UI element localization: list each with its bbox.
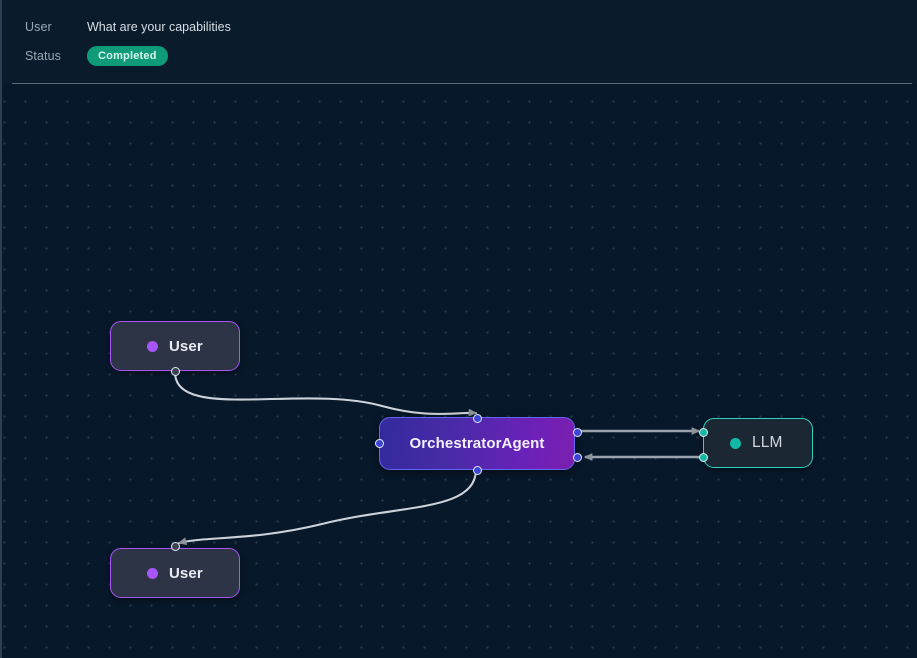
handle-llm-source-left-lower[interactable]: [698, 452, 708, 462]
user-status-dot-icon: [147, 340, 158, 352]
node-llm[interactable]: LLM: [703, 418, 813, 468]
header-value-user-query: What are your capabilities: [87, 20, 231, 34]
node-user-top[interactable]: User: [110, 321, 240, 371]
node-label-orchestrator-agent: OrchestratorAgent: [409, 435, 545, 452]
header-label-status: Status: [25, 49, 62, 63]
edge-agent-to-user-bottom: [177, 467, 478, 545]
handle-agent-source-bottom[interactable]: [472, 465, 482, 475]
handle-user-top-source[interactable]: [170, 366, 180, 376]
header-row-status: Status Completed: [25, 46, 168, 66]
graph-canvas[interactable]: User OrchestratorAgent LLM User: [0, 84, 917, 658]
node-label-user-top: User: [169, 337, 203, 355]
handle-user-bottom-target[interactable]: [170, 541, 180, 551]
handle-agent-target-left[interactable]: [374, 438, 384, 448]
edge-user-top-to-agent: [173, 370, 478, 417]
run-header-panel: User What are your capabilities Status C…: [0, 0, 917, 84]
header-row-user: User What are your capabilities: [25, 18, 231, 36]
status-badge: Completed: [87, 46, 168, 66]
handle-agent-target-right-lower[interactable]: [572, 452, 582, 462]
header-label-user: User: [25, 20, 52, 34]
node-label-llm: LLM: [752, 434, 783, 451]
node-orchestrator-agent[interactable]: OrchestratorAgent: [379, 417, 575, 470]
llm-status-dot-icon: [730, 437, 741, 449]
handle-agent-source-right-upper[interactable]: [572, 427, 582, 437]
header-divider: [12, 83, 912, 84]
user-status-dot-icon: [147, 567, 158, 579]
handle-llm-target-left-upper[interactable]: [698, 427, 708, 437]
handle-agent-target-top[interactable]: [472, 413, 482, 423]
node-label-user-bottom: User: [169, 564, 203, 582]
node-user-bottom[interactable]: User: [110, 548, 240, 598]
